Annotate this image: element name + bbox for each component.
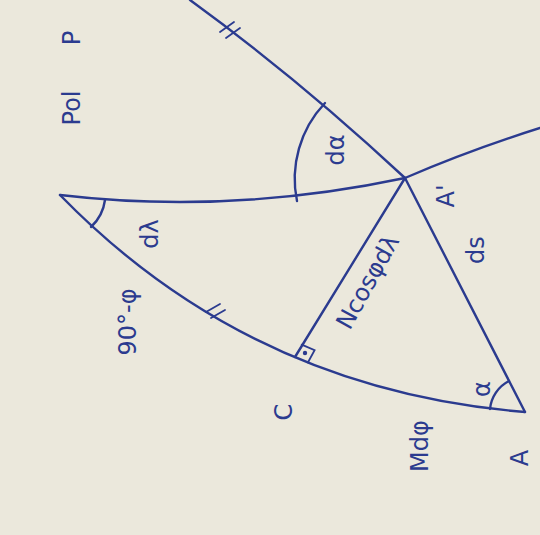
point-label: Pol: [59, 91, 85, 126]
perpendicular-line: [295, 178, 405, 357]
arc-label: 90°-φ: [115, 288, 141, 355]
length-label: ds: [463, 236, 489, 264]
angle-arc: [295, 103, 325, 201]
angle-arc: [91, 200, 105, 227]
point-label: A': [433, 184, 459, 207]
point-label: A: [507, 450, 533, 466]
right-angle-mark: [302, 345, 315, 363]
angle-label: α: [469, 381, 495, 397]
length-label: Mdφ: [407, 420, 433, 472]
meridian-arc: [60, 195, 525, 412]
angle-label: dλ: [137, 219, 163, 248]
meridian-arc: [60, 178, 405, 202]
tick-mark: [206, 304, 225, 318]
right-angle-dot: [303, 351, 307, 355]
ds-line: [405, 178, 525, 412]
point-label: C: [271, 404, 297, 421]
angle-label: dα: [323, 134, 349, 165]
point-label: P: [59, 31, 85, 45]
tick-mark: [220, 22, 240, 38]
parallel-arc: [405, 128, 540, 178]
